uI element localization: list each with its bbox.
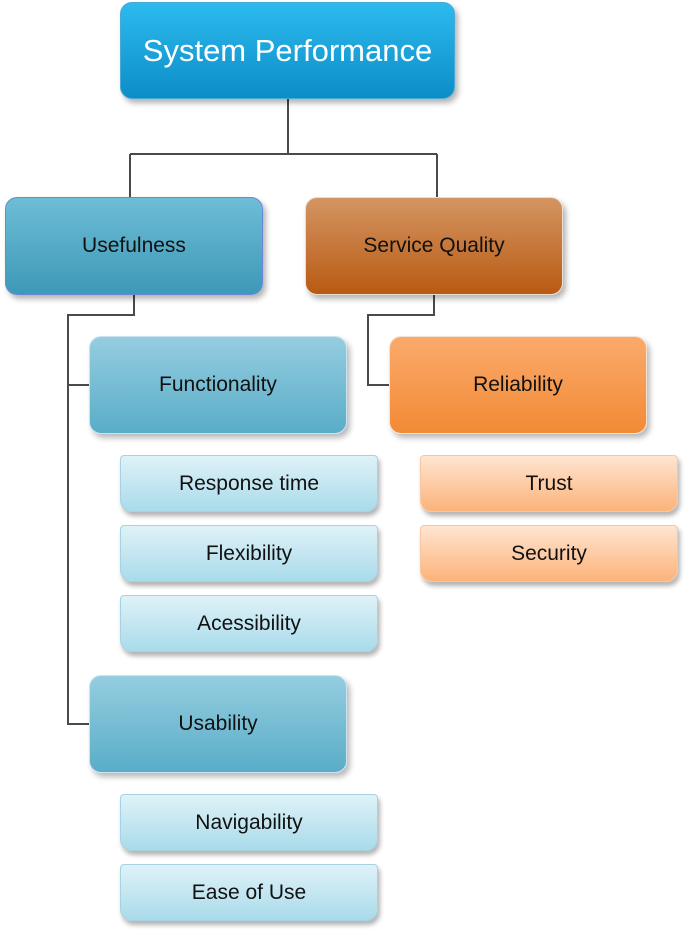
node-ease-of-use[interactable]: Ease of Use [120,864,378,921]
connector-root-to-branches [129,99,438,197]
node-label: Flexibility [205,541,293,565]
node-label: Acessibility [197,611,301,635]
node-label: Functionality [159,373,277,396]
connector-usefulness-to-children [67,295,135,725]
connector-service-quality-to-reliability [367,295,435,386]
node-label: Ease of Use [191,880,307,904]
node-flexibility[interactable]: Flexibility [120,525,378,582]
node-trust[interactable]: Trust [420,455,678,512]
node-functionality[interactable]: Functionality [89,336,347,434]
node-label: System Performance [142,32,433,68]
node-label: Response time [178,471,320,495]
node-label: Usability [178,712,258,735]
node-reliability[interactable]: Reliability [389,336,647,434]
node-response-time[interactable]: Response time [120,455,378,512]
node-label: Usefulness [82,234,186,257]
node-usability[interactable]: Usability [89,675,347,773]
node-label: Security [511,541,587,565]
node-service-quality[interactable]: Service Quality [305,197,563,295]
node-security[interactable]: Security [420,525,678,582]
node-label: Navigability [195,810,303,834]
node-navigability[interactable]: Navigability [120,794,378,851]
node-system-performance[interactable]: System Performance [120,2,455,99]
node-acessibility[interactable]: Acessibility [120,595,378,652]
node-label: Service Quality [363,234,505,257]
node-usefulness[interactable]: Usefulness [5,197,263,295]
node-label: Trust [525,471,573,495]
node-label: Reliability [473,373,563,396]
